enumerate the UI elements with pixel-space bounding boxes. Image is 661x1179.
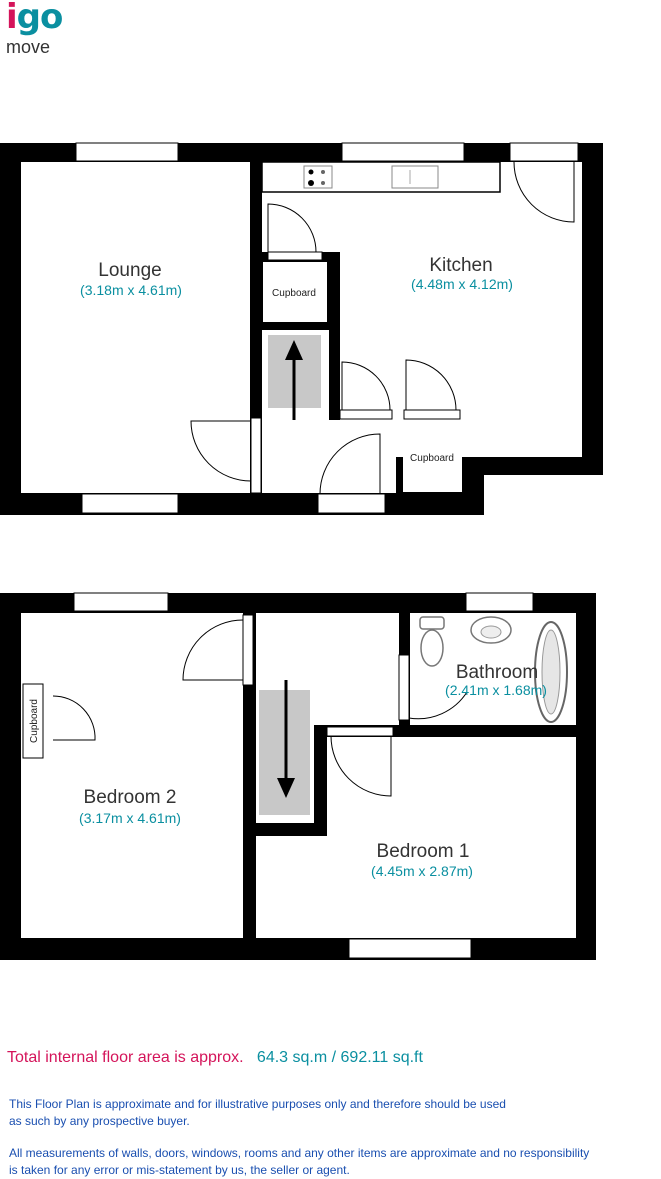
kitchen-room xyxy=(340,162,582,457)
bedroom1-label: Bedroom 1 xyxy=(377,841,470,862)
hob-icon xyxy=(303,165,333,189)
cupboard-lower xyxy=(403,422,462,492)
up-arrow-icon xyxy=(285,340,303,360)
bedroom2-label: Bedroom 2 xyxy=(84,787,177,808)
bedroom2-dims: (3.17m x 4.61m) xyxy=(79,810,181,826)
window xyxy=(348,938,472,959)
floor-area-summary: Total internal floor area is approx. 64.… xyxy=(7,1049,423,1067)
cupboard-upper-label: Cupboard xyxy=(272,288,316,299)
window xyxy=(341,142,465,162)
bathroom-label: Bathroom xyxy=(456,662,538,683)
window xyxy=(73,592,169,612)
cupboard-bed-label: Cupboard xyxy=(29,699,40,743)
bathroom-dims: (2.41m x 1.68m) xyxy=(445,682,547,698)
window xyxy=(81,493,179,514)
bedroom1-dims: (4.45m x 2.87m) xyxy=(371,863,473,879)
front-door-frame xyxy=(317,493,386,514)
kitchen-counter xyxy=(261,161,501,193)
igo-move-logo: igo move xyxy=(6,0,63,58)
floor-area-value: 64.3 sq.m / 692.11 sq.ft xyxy=(256,1049,423,1066)
down-arrow-icon xyxy=(277,778,295,798)
first-floor xyxy=(0,592,596,960)
floor-area-label: Total internal floor area is approx. xyxy=(7,1049,244,1066)
kitchen-dims: (4.48m x 4.12m) xyxy=(411,276,513,292)
lounge-room xyxy=(21,162,250,493)
logo-subtitle: move xyxy=(6,37,51,57)
lounge-label: Lounge xyxy=(98,260,161,281)
cupboard-upper xyxy=(263,262,327,322)
lounge-dims: (3.18m x 4.61m) xyxy=(80,282,182,298)
logo-wordmark: igo xyxy=(6,0,63,37)
bedroom2-room xyxy=(21,613,243,938)
window xyxy=(75,142,179,162)
sink-icon xyxy=(391,165,439,189)
ground-floor xyxy=(0,142,604,516)
window xyxy=(509,142,579,162)
cupboard-lower-label: Cupboard xyxy=(410,453,454,464)
kitchen-label: Kitchen xyxy=(429,255,492,276)
disclaimer-paragraph-1: This Floor Plan is approximate and for i… xyxy=(9,1097,506,1128)
cupboard-bed xyxy=(22,683,44,759)
floor-plan: Lounge (3.18m x 4.61m) Kitchen (4.48m x … xyxy=(0,142,604,960)
window xyxy=(465,592,534,612)
toilet-icon xyxy=(420,629,444,667)
disclaimer-paragraph-2: All measurements of walls, doors, window… xyxy=(9,1146,590,1177)
bedroom1-room xyxy=(256,836,576,938)
